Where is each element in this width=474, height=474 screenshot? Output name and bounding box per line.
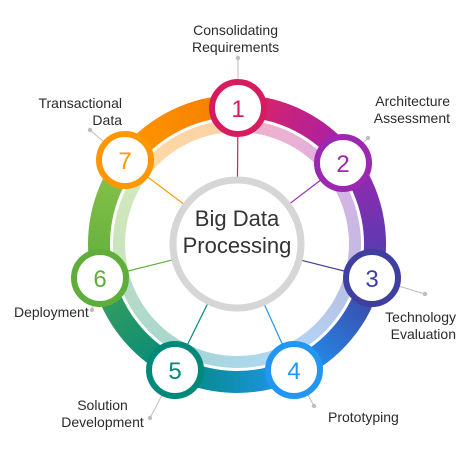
leader-dot-7 — [87, 127, 93, 133]
step-node-4-ring — [265, 341, 323, 399]
step-node-2-ring — [314, 134, 372, 192]
center-title-line1: Big Data — [194, 206, 280, 231]
step-node-6-ring — [71, 249, 129, 307]
leader-line-7 — [89, 129, 105, 143]
leader-line-3 — [398, 285, 426, 295]
step-node-3: 3 — [343, 249, 401, 307]
step-node-7-ring — [96, 131, 154, 189]
leader-dot-4 — [311, 403, 317, 409]
step-2-label: Architecture Assessment — [373, 93, 450, 126]
step-6-label: Deployment — [14, 304, 89, 320]
leader-lines — [87, 55, 428, 421]
step-node-5-ring — [146, 341, 204, 399]
step-node-1: 1 — [209, 79, 267, 137]
step-node-3-ring — [343, 249, 401, 307]
step-node-7: 7 — [96, 131, 154, 189]
step-number-7: 7 — [118, 148, 131, 175]
leader-dot-2 — [365, 135, 371, 141]
step-number-3: 3 — [365, 266, 378, 293]
step-number-1: 1 — [231, 96, 244, 123]
leader-dot-1 — [235, 55, 241, 61]
step-nodes: 1 2 3 4 5 6 7 — [71, 79, 401, 399]
step-7-label: Transactional Data — [38, 95, 122, 128]
center-circle — [169, 176, 305, 312]
step-number-6: 6 — [93, 266, 106, 293]
step-node-1-ring — [209, 79, 267, 137]
step-5-label: Solution Development — [61, 397, 144, 430]
center-title: Big Data Processing — [163, 205, 311, 259]
leader-dot-5 — [147, 415, 153, 421]
step-node-6: 6 — [71, 249, 129, 307]
step-4-label: Prototyping — [328, 409, 399, 425]
step-3-label: Technology Evaluation — [385, 309, 456, 342]
leader-dot-3 — [422, 291, 428, 297]
step-number-5: 5 — [168, 358, 181, 385]
step-node-5: 5 — [146, 341, 204, 399]
step-number-2: 2 — [336, 151, 349, 178]
leader-line-5 — [149, 394, 163, 419]
center-title-line2: Processing — [182, 233, 292, 258]
leader-dot-6 — [89, 307, 95, 313]
step-number-4: 4 — [287, 358, 300, 385]
step-node-4: 4 — [265, 341, 323, 399]
step-1-label: Consolidating Requirements — [192, 22, 280, 55]
step-node-2: 2 — [314, 134, 372, 192]
